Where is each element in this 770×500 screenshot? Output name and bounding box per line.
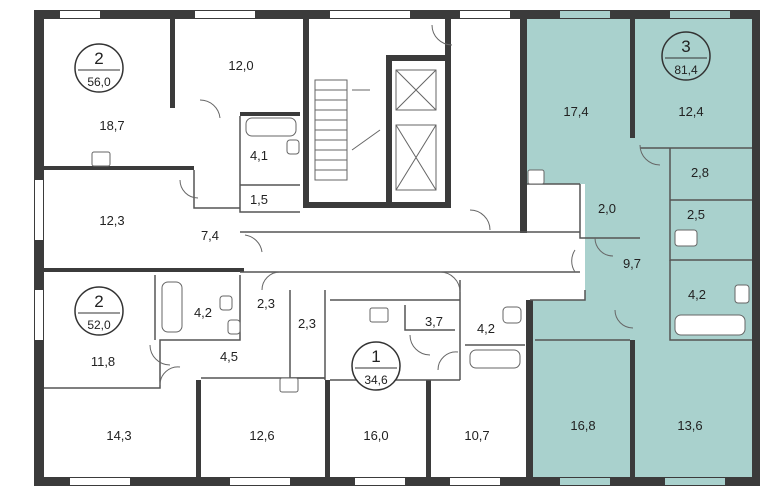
bathroom-fixtures bbox=[91, 117, 750, 393]
room-area: 17,4 bbox=[563, 104, 588, 119]
room-area: 2,3 bbox=[257, 296, 275, 311]
apartment-rooms: 3 bbox=[681, 37, 690, 56]
room-area: 16,8 bbox=[570, 418, 595, 433]
staircase bbox=[314, 79, 381, 181]
room-area: 2,5 bbox=[687, 207, 705, 222]
room-area: 12,6 bbox=[249, 428, 274, 443]
room-area: 2,3 bbox=[298, 316, 316, 331]
room-area: 12,0 bbox=[228, 58, 253, 73]
apartment-rooms: 2 bbox=[94, 292, 103, 311]
room-area: 11,8 bbox=[91, 354, 115, 369]
room-area: 4,2 bbox=[194, 305, 212, 320]
room-area: 2,8 bbox=[691, 165, 709, 180]
apartment-area: 52,0 bbox=[87, 318, 111, 332]
room-area: 13,6 bbox=[677, 418, 702, 433]
apartment-badge-3: 3 81,4 bbox=[661, 31, 711, 81]
apartment-rooms: 1 bbox=[371, 347, 380, 366]
room-area: 3,7 bbox=[425, 314, 443, 329]
interior-walls bbox=[44, 18, 635, 477]
room-area: 4,2 bbox=[477, 321, 495, 336]
apartment-area: 56,0 bbox=[87, 75, 111, 89]
room-area: 1,5 bbox=[250, 192, 268, 207]
room-area: 18,7 bbox=[99, 118, 124, 133]
apartment-area: 34,6 bbox=[364, 373, 388, 387]
outer-walls bbox=[34, 10, 760, 486]
room-area: 4,1 bbox=[250, 148, 268, 163]
elevator-shafts bbox=[395, 69, 437, 191]
room-area: 10,7 bbox=[464, 428, 489, 443]
apartment-area: 81,4 bbox=[674, 63, 698, 77]
room-labels: 18,7 12,0 4,1 1,5 12,3 7,4 4,2 2,3 2,3 1… bbox=[91, 58, 709, 443]
room-area: 7,4 bbox=[201, 228, 219, 243]
room-area: 12,3 bbox=[99, 213, 124, 228]
door-swings bbox=[149, 24, 661, 386]
room-area: 14,3 bbox=[106, 428, 131, 443]
apartment-badge-2-top: 2 56,0 bbox=[74, 43, 124, 93]
room-area: 2,0 bbox=[598, 201, 616, 216]
apartment-badge-2-mid: 2 52,0 bbox=[74, 286, 124, 336]
room-area: 12,4 bbox=[678, 104, 703, 119]
room-area: 9,7 bbox=[623, 256, 641, 271]
apartment-3-highlight bbox=[527, 18, 755, 484]
room-area: 4,5 bbox=[220, 349, 238, 364]
room-area: 4,2 bbox=[688, 287, 706, 302]
room-area: 16,0 bbox=[363, 428, 388, 443]
apartment-badge-1: 1 34,6 bbox=[351, 341, 401, 391]
apartment-rooms: 2 bbox=[94, 49, 103, 68]
